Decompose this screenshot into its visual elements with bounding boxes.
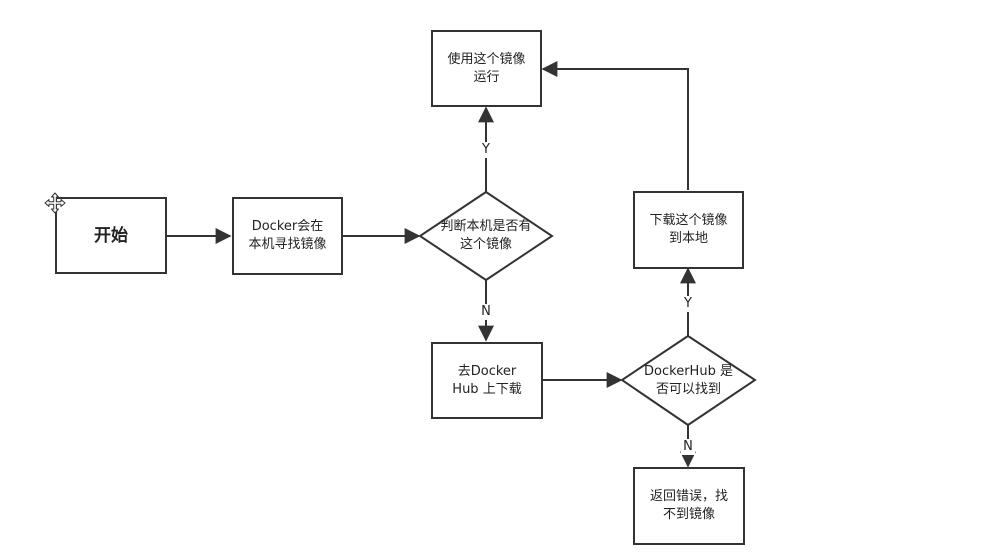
hub-download-label-line1: 去Docker xyxy=(457,363,517,379)
error-label-line2: 不到镜像 xyxy=(662,507,715,522)
edge-label-hub-yes: Y xyxy=(681,296,695,312)
download-local-label-line1: 下载这个镜像 xyxy=(649,213,728,228)
local-search-node[interactable]: Docker会在 本机寻找镜像 xyxy=(232,197,343,275)
local-search-label-line1: Docker会在 xyxy=(251,219,324,234)
local-decision-label-line2: 这个镜像 xyxy=(459,237,512,252)
download-local-node[interactable]: 下载这个镜像 到本地 xyxy=(633,191,744,269)
download-local-label-line2: 到本地 xyxy=(668,231,708,246)
edge-label-local-no: N xyxy=(479,304,493,320)
local-decision-label: 判断本机是否有 这个镜像 xyxy=(420,218,552,254)
edge-download-to-run xyxy=(541,61,689,190)
start-node[interactable]: 开始 xyxy=(55,197,167,274)
hub-download-label-line2: Hub 上下载 xyxy=(452,381,522,397)
move-cursor-icon xyxy=(44,192,66,214)
local-decision-label-line1: 判断本机是否有 xyxy=(440,219,532,234)
run-image-label-line2: 运行 xyxy=(473,69,500,85)
run-image-label-line1: 使用这个镜像 xyxy=(447,51,526,67)
hub-decision-label-line2: 否可以找到 xyxy=(655,382,721,397)
error-label-line1: 返回错误，找 xyxy=(649,489,728,504)
error-node[interactable]: 返回错误，找 不到镜像 xyxy=(633,467,745,545)
start-label: 开始 xyxy=(94,225,128,246)
hub-decision-label: DockerHub 是 否可以找到 xyxy=(622,363,755,399)
hub-download-node[interactable]: 去Docker Hub 上下载 xyxy=(431,342,543,419)
hub-decision-label-line1: DockerHub 是 xyxy=(644,364,733,379)
edge-label-hub-no: N xyxy=(681,439,695,455)
local-search-label-line2: 本机寻找镜像 xyxy=(248,237,327,252)
edge-label-local-yes: Y xyxy=(479,142,493,158)
run-image-node[interactable]: 使用这个镜像 运行 xyxy=(431,30,542,107)
